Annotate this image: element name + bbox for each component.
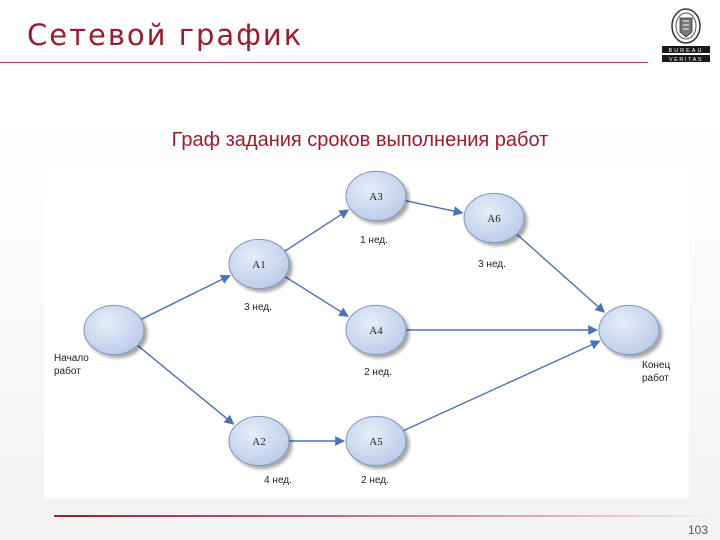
node-circle-A4 — [345, 304, 407, 356]
node-caption-A2: 4 нед. — [264, 475, 292, 486]
node-circle-A2 — [228, 415, 290, 467]
node-label-A6: A6 — [487, 213, 501, 225]
bureau-veritas-logo: BUREAU VERITAS — [662, 8, 710, 63]
node-A5: A5 2 нед. — [345, 415, 407, 486]
edge-A1-A3 — [284, 209, 350, 252]
node-A3: A3 1 нед. — [345, 170, 407, 246]
edge-start-A1 — [140, 274, 231, 320]
node-caption-end: работ — [642, 372, 669, 384]
edge-start-A2 — [137, 345, 235, 425]
edge-A3-A6 — [405, 200, 464, 216]
node-caption-A6: 3 нед. — [478, 259, 506, 270]
node-A6: A6 3 нед. — [463, 192, 525, 270]
node-label-A3: A3 — [369, 191, 383, 203]
node-circle-end — [598, 304, 660, 356]
node-label-A4: A4 — [369, 325, 383, 337]
node-label-A2: A2 — [252, 436, 265, 448]
logo-top-word: BUREAU — [669, 48, 704, 54]
bureau-veritas-emblem-icon — [671, 8, 701, 44]
node-caption-A1: 3 нед. — [244, 302, 272, 313]
node-circle-A3 — [345, 170, 407, 222]
node-circle-start — [83, 304, 145, 356]
node-A4: A4 2 нед. — [345, 304, 407, 378]
edge-A1-A4 — [284, 276, 349, 317]
title-divider — [0, 62, 648, 63]
page-number: 103 — [687, 523, 708, 537]
node-circle-A6 — [463, 192, 525, 244]
node-label-A1: A1 — [252, 259, 265, 271]
node-circle-A1 — [228, 238, 290, 290]
node-caption-A5: 2 нед. — [361, 475, 389, 486]
node-circle-A5 — [345, 415, 407, 467]
node-caption-start: Начало — [54, 353, 89, 364]
node-A2: A2 4 нед. — [228, 415, 292, 486]
edge-A6-end — [516, 233, 606, 313]
node-caption-A3: 1 нед. — [360, 235, 388, 246]
node-caption-end: Конец — [642, 360, 670, 371]
node-A1: A1 3 нед. — [228, 238, 290, 313]
diagram-subtitle: Граф задания сроков выполнения работ — [171, 129, 549, 151]
edge-A5-end — [403, 340, 601, 432]
logo-bottom-word: VERITAS — [669, 57, 703, 63]
footer-divider — [54, 515, 720, 517]
slide-title: Сетевой график — [27, 18, 304, 52]
node-caption-A4: 2 нед. — [364, 367, 392, 378]
node-label-A5: A5 — [369, 436, 383, 448]
node-caption-start: работ — [54, 365, 81, 377]
